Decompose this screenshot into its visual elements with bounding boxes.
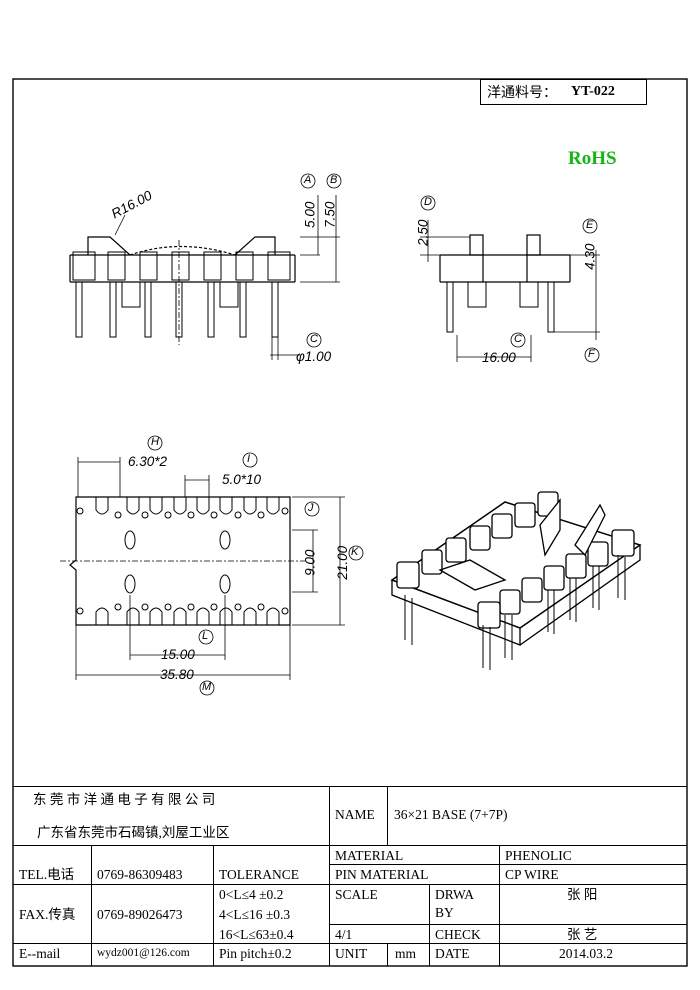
side-view	[420, 195, 600, 363]
check-value: 张 艺	[567, 927, 598, 942]
mark-c-side: C	[514, 333, 522, 345]
mark-k: K	[351, 546, 359, 558]
sheet-frame	[12, 78, 688, 967]
pin-material-value: CP WIRE	[505, 867, 559, 882]
scale-label: SCALE	[335, 887, 378, 902]
dim-length-m: 35.80	[160, 667, 194, 682]
date-label: DATE	[435, 946, 470, 961]
dim-height-d: 2.50	[415, 219, 431, 246]
tolerance-row-1: 0<L≤4 ±0.2	[219, 887, 284, 902]
dim-height-k: 21.00	[335, 545, 351, 580]
mark-e: E	[586, 219, 594, 231]
drawn-label-2: BY	[435, 905, 454, 920]
mark-m: M	[202, 681, 212, 693]
mark-h: H	[151, 436, 159, 448]
dim-pin-diameter: φ1.00	[296, 349, 332, 364]
unit-value: mm	[395, 946, 417, 961]
mark-d: D	[424, 196, 432, 208]
mark-j: J	[308, 502, 314, 514]
mark-a: A	[304, 174, 312, 186]
drawn-label-1: DRWA	[435, 887, 475, 902]
date-value: 2014.03.2	[559, 946, 613, 961]
dim-height-a: 5.00	[302, 201, 318, 228]
part-number-box: 洋通料号： YT-022	[480, 79, 647, 105]
check-label: CHECK	[435, 927, 481, 942]
tolerance-row-2: 4<L≤16 ±0.3	[219, 907, 291, 922]
unit-label: UNIT	[335, 946, 368, 961]
mark-c: C	[310, 333, 318, 345]
tolerance-row-4: Pin pitch±0.2	[219, 946, 292, 961]
mark-b: B	[330, 174, 338, 186]
tel-label: TEL.电话	[19, 867, 75, 882]
fax-value: 0769-89026473	[97, 907, 183, 922]
dim-pitch-i: 5.0*10	[222, 472, 262, 487]
part-number-value: YT-022	[571, 84, 615, 99]
part-number-label: 洋通料号：	[487, 86, 557, 101]
mark-l: L	[202, 630, 209, 642]
fax-label: FAX.传真	[19, 907, 76, 922]
email-value: wydz001@126.com	[97, 947, 190, 959]
dim-width-l: 15.00	[161, 647, 195, 662]
mark-f: F	[588, 348, 595, 360]
title-block: 东 莞 市 洋 通 电 子 有 限 公 司 广东省东莞市石碣镇,刘屋工业区 NA…	[13, 786, 687, 966]
material-value: PHENOLIC	[505, 848, 572, 863]
mark-i: I	[247, 453, 251, 465]
front-view	[69, 173, 342, 360]
material-label: MATERIAL	[335, 848, 404, 863]
company-address: 广东省东莞市石碣镇,刘屋工业区	[37, 825, 230, 840]
tolerance-row-3: 16<L≤63±0.4	[219, 927, 294, 942]
rohs-mark: RoHS	[568, 148, 617, 169]
drawn-value: 张 阳	[567, 887, 598, 902]
bottom-view	[60, 435, 364, 696]
company-name: 东 莞 市 洋 通 电 子 有 限 公 司	[33, 792, 216, 807]
dim-height-e: 4.30	[582, 243, 598, 270]
dim-height-b: 7.50	[322, 201, 338, 228]
tel-value: 0769-86309483	[97, 867, 183, 882]
dim-pitch-h: 6.30*2	[128, 454, 168, 469]
dim-width: 16.00	[482, 350, 516, 365]
email-label: E--mail	[19, 946, 61, 961]
dim-height-j: 9.00	[302, 549, 318, 576]
name-value: 36×21 BASE (7+7P)	[394, 807, 508, 822]
tolerance-label: TOLERANCE	[219, 867, 299, 882]
pin-material-label: PIN MATERIAL	[335, 867, 429, 882]
scale-value: 4/1	[335, 927, 353, 942]
isometric-view	[390, 491, 642, 670]
name-label: NAME	[335, 807, 375, 822]
